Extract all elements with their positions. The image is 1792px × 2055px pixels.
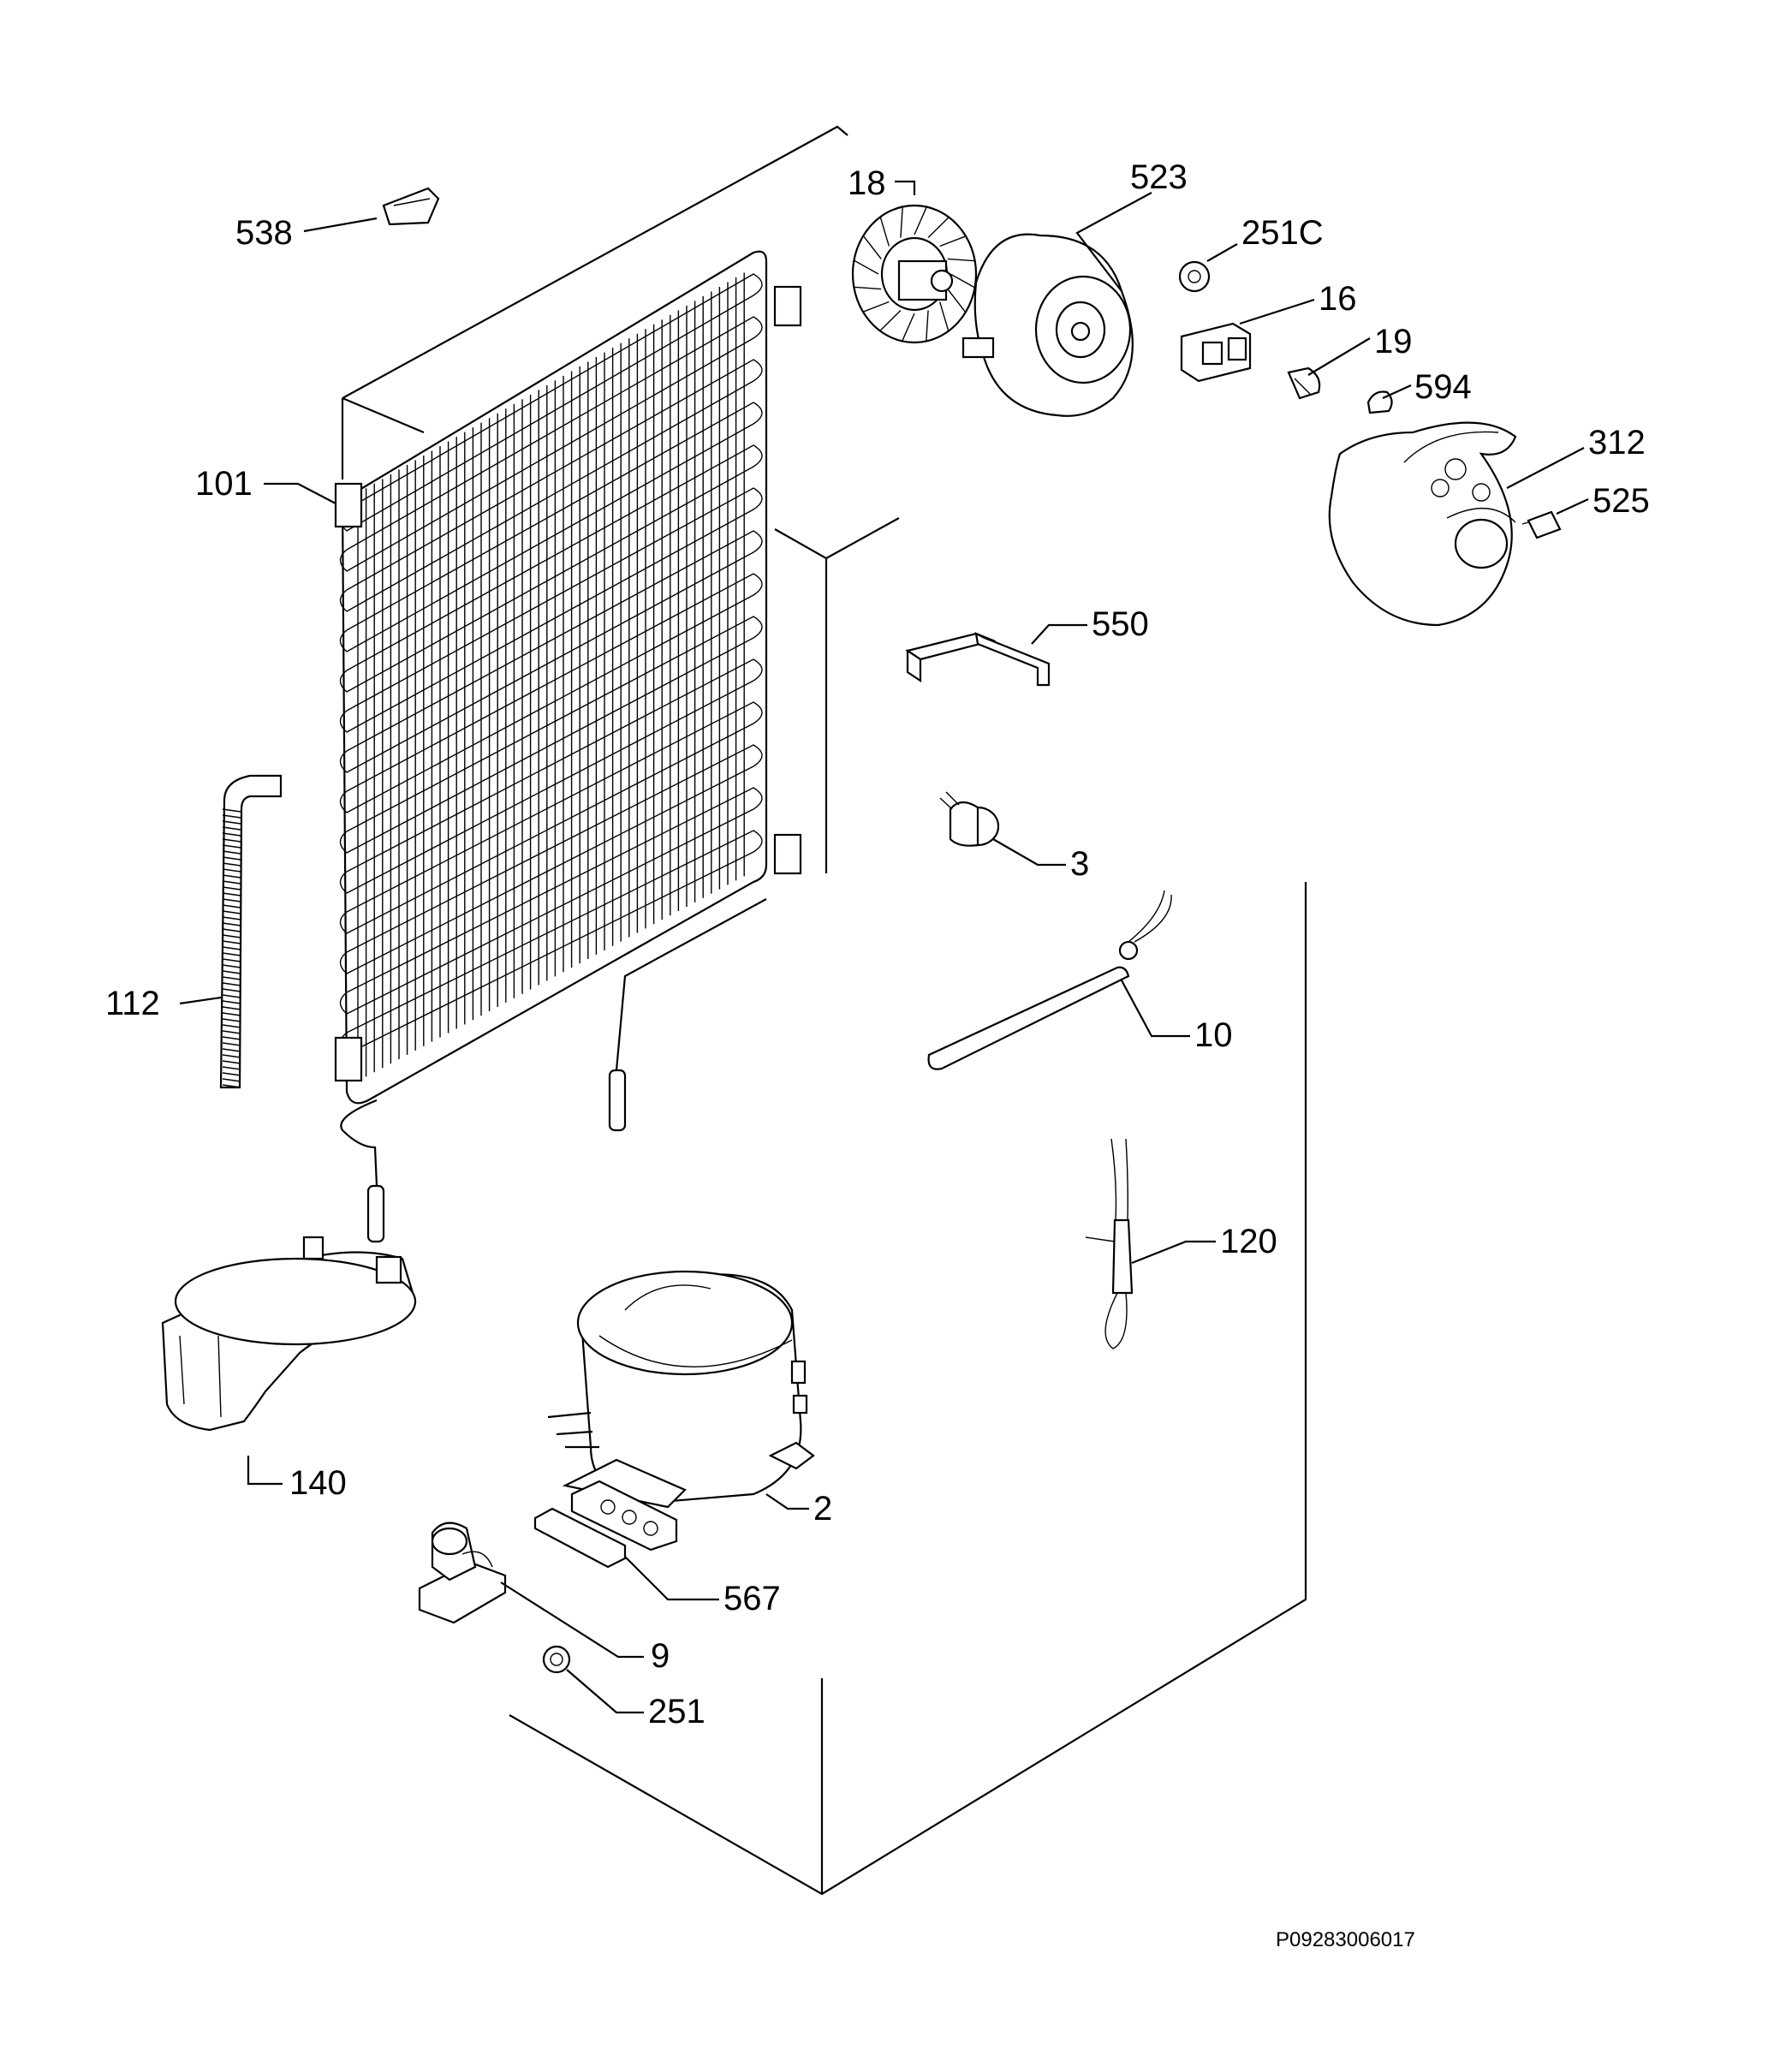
callout-120: 120 <box>1220 1223 1277 1260</box>
condenser-coil-wires <box>357 272 745 1081</box>
callout-251: 251 <box>648 1693 705 1730</box>
leader-lines <box>179 180 1589 1714</box>
callout-140: 140 <box>289 1464 347 1502</box>
callout-9: 9 <box>651 1637 670 1675</box>
switch-16-part <box>1180 322 1252 383</box>
drawing-code: P09283006017 <box>1276 1928 1415 1951</box>
callout-2: 2 <box>813 1490 832 1528</box>
callout-labels: 538 18 523 251C 16 19 594 312 525 101 55… <box>105 158 1650 1951</box>
callout-538: 538 <box>235 214 293 252</box>
callout-550: 550 <box>1092 605 1149 643</box>
callout-523: 523 <box>1130 158 1188 196</box>
clip-538-part <box>382 187 440 226</box>
fan-motor-18-part <box>851 204 978 344</box>
callout-251c: 251C <box>1241 214 1324 252</box>
callout-567: 567 <box>723 1580 781 1617</box>
cabinet-outline <box>341 125 1307 1896</box>
callout-18: 18 <box>848 164 886 202</box>
callout-312: 312 <box>1588 424 1646 462</box>
clamp-9-part <box>418 1522 507 1624</box>
evaporation-tray-140-part <box>161 1236 417 1432</box>
hose-ribs <box>222 808 241 1088</box>
lamp-cover-312-part <box>1328 421 1517 627</box>
callout-3: 3 <box>1070 845 1089 883</box>
fan-blades <box>854 206 975 342</box>
hose-112-part <box>219 774 283 1089</box>
callout-112: 112 <box>105 985 160 1022</box>
compressor-2-part <box>547 1270 815 1509</box>
callout-525: 525 <box>1593 482 1650 520</box>
bracket-550-part <box>905 632 1051 687</box>
capacitor-3-part <box>939 791 1000 847</box>
condenser-coil-part <box>334 250 802 1243</box>
nut-251c-part <box>1178 260 1211 293</box>
callout-594: 594 <box>1414 368 1472 406</box>
callout-16: 16 <box>1319 280 1357 318</box>
sensor-525-part <box>1521 510 1562 539</box>
fan-housing-523-part <box>961 233 1134 417</box>
lamp-19-part <box>1287 366 1321 400</box>
callout-19: 19 <box>1374 323 1413 360</box>
callout-10: 10 <box>1194 1016 1233 1054</box>
grommet-251-part <box>542 1645 571 1674</box>
callout-101: 101 <box>195 465 253 503</box>
thermostat-probe-10-part <box>927 890 1172 1070</box>
condenser-coil-loops <box>339 273 763 1055</box>
cable-120-part <box>1085 1138 1134 1349</box>
mounting-plate-567-part <box>533 1480 678 1569</box>
